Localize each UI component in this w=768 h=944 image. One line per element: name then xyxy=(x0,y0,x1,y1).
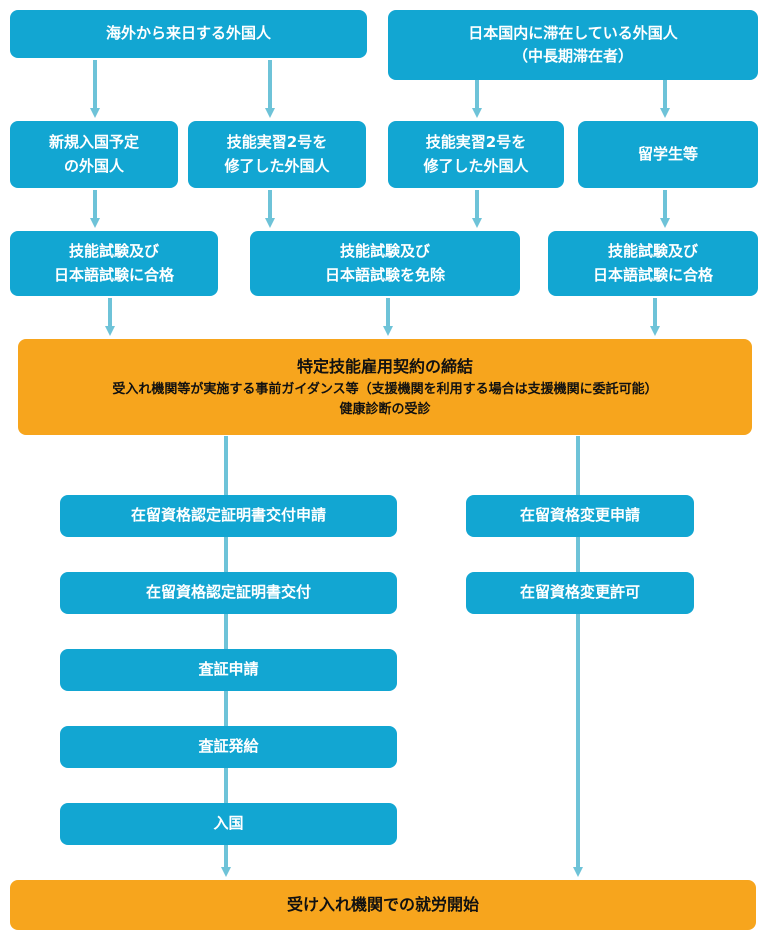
student-label: 留学生等 xyxy=(637,144,698,163)
right-step-1: 在留資格変更申請 xyxy=(466,495,694,537)
top-right-line1: 日本国内に滞在している外国人 xyxy=(468,23,678,42)
new-entry-box: 新規入国予定 の外国人 xyxy=(10,121,178,188)
pass-left-line2: 日本語試験に合格 xyxy=(53,265,174,284)
exempt-line2: 日本語試験を免除 xyxy=(324,265,445,284)
top-left-box: 海外から来日する外国人 xyxy=(10,10,367,58)
left-step-5-label: 入国 xyxy=(213,814,244,833)
trainee-overseas-line2: 修了した外国人 xyxy=(224,156,330,175)
left-step-2: 在留資格認定証明書交付 xyxy=(60,572,397,614)
left-step-4-label: 査証発給 xyxy=(198,737,259,756)
contract-box: 特定技能雇用契約の締結 受入れ機関等が実施する事前ガイダンス等（支援機関を利用す… xyxy=(18,339,752,435)
trainee-overseas-box: 技能実習2号を 修了した外国人 xyxy=(188,121,366,188)
right-step-2-label: 在留資格変更許可 xyxy=(519,583,640,602)
new-entry-line1: 新規入国予定 xyxy=(48,133,139,152)
new-entry-line2: の外国人 xyxy=(63,156,124,175)
contract-guidance: 受入れ機関等が実施する事前ガイダンス等（支援機関を利用する場合は支援機関に委託可… xyxy=(112,382,658,398)
contract-title: 特定技能雇用契約の締結 xyxy=(296,357,473,377)
pass-right-line1: 技能試験及び xyxy=(607,242,698,261)
exempt-box: 技能試験及び 日本語試験を免除 xyxy=(250,231,520,296)
top-right-line2: （中長期滞在者） xyxy=(512,47,633,65)
student-box: 留学生等 xyxy=(578,121,758,188)
left-step-1-label: 在留資格認定証明書交付申請 xyxy=(130,506,326,525)
left-step-1: 在留資格認定証明書交付申請 xyxy=(60,495,397,537)
top-left-label: 海外から来日する外国人 xyxy=(105,24,271,43)
final-box: 受け入れ機関での就労開始 xyxy=(10,880,756,930)
left-step-3-label: 査証申請 xyxy=(198,660,259,679)
left-step-3: 査証申請 xyxy=(60,649,397,691)
left-step-4: 査証発給 xyxy=(60,726,397,768)
top-right-box: 日本国内に滞在している外国人 （中長期滞在者） xyxy=(388,10,758,80)
left-step-2-label: 在留資格認定証明書交付 xyxy=(145,583,311,602)
trainee-domestic-line2: 修了した外国人 xyxy=(423,156,529,175)
pass-right-box: 技能試験及び 日本語試験に合格 xyxy=(548,231,758,296)
pass-right-line2: 日本語試験に合格 xyxy=(592,265,713,284)
trainee-overseas-line1: 技能実習2号を xyxy=(226,133,328,152)
exempt-line1: 技能試験及び xyxy=(339,242,430,261)
pass-left-line1: 技能試験及び xyxy=(68,242,159,261)
final-label: 受け入れ機関での就労開始 xyxy=(286,894,479,914)
right-step-2: 在留資格変更許可 xyxy=(466,572,694,614)
pass-left-box: 技能試験及び 日本語試験に合格 xyxy=(10,231,218,296)
left-step-5: 入国 xyxy=(60,803,397,845)
contract-health-check: 健康診断の受診 xyxy=(339,402,431,418)
trainee-domestic-line1: 技能実習2号を xyxy=(425,133,527,152)
trainee-domestic-box: 技能実習2号を 修了した外国人 xyxy=(388,121,564,188)
right-step-1-label: 在留資格変更申請 xyxy=(519,506,640,525)
